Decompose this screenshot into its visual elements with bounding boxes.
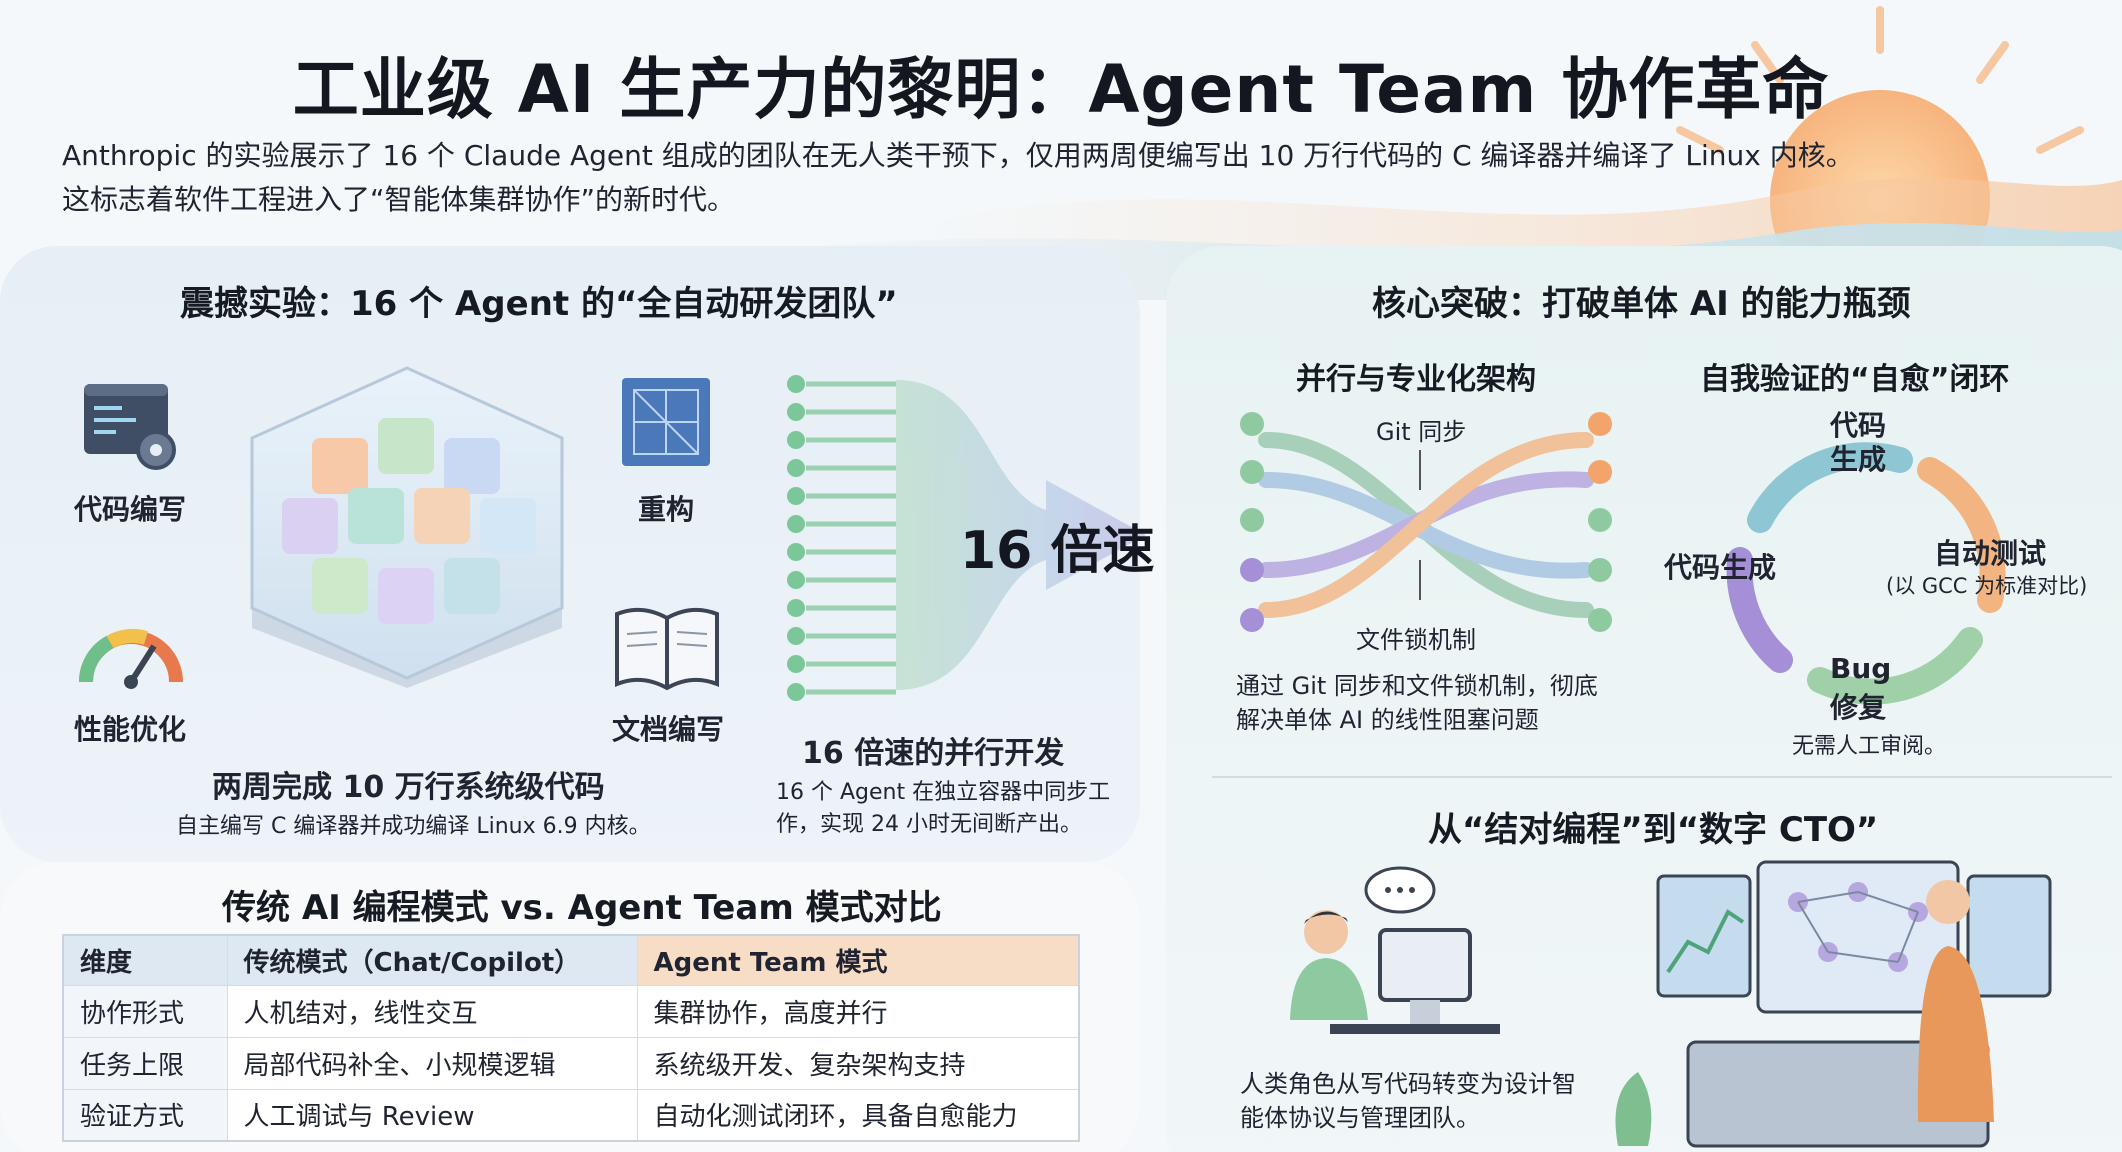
loop-footer: 无需人工审阅。	[1792, 734, 1947, 759]
loop-node-top-1: 代码	[1830, 409, 1887, 442]
icon-label-refactor: 重构	[638, 493, 695, 526]
self-heal-loop-graphic	[1726, 442, 2006, 705]
cube-description: 自主编写 C 编译器并成功编译 Linux 6.9 内核。	[176, 814, 651, 839]
icon-label-code: 代码编写	[74, 493, 187, 526]
cto-desc-2: 能体协议与管理团队。	[1240, 1104, 1480, 1132]
icon-label-docs: 文档编写	[612, 713, 725, 746]
intro-line-1: Anthropic 的实验展示了 16 个 Claude Agent 组成的团队…	[62, 139, 1854, 172]
table-cell: 局部代码补全、小规模逻辑	[226, 1036, 638, 1090]
page-title: 工业级 AI 生产力的黎明：Agent Team 协作革命	[292, 51, 1830, 128]
table-header: 维度	[62, 934, 228, 986]
table-cell: 验证方式	[62, 1088, 228, 1142]
agent-cube-container	[250, 366, 564, 688]
loop-title: 自我验证的“自愈”闭环	[1700, 362, 2010, 397]
table-row: 验证方式 人工调试与 Review 自动化测试闭环，具备自愈能力	[62, 1088, 1080, 1142]
table-cell: 自动化测试闭环，具备自愈能力	[636, 1088, 1080, 1142]
parallel-streams-graphic	[787, 375, 1146, 701]
parallel-caption: 16 倍速的并行开发	[802, 736, 1065, 771]
table-cell: 集群协作，高度并行	[636, 984, 1080, 1038]
parallel-arch-desc-1: 通过 Git 同步和文件锁机制，彻底	[1236, 672, 1598, 700]
table-row: 任务上限 局部代码补全、小规模逻辑 系统级开发、复杂架构支持	[62, 1036, 1080, 1090]
comparison-table: 维度 传统模式（Chat/Copilot） Agent Team 模式 协作形式…	[62, 934, 1080, 1142]
developer-illustration	[1290, 866, 1500, 1034]
speed-label: 16 倍速	[960, 521, 1155, 581]
table-row: 协作形式 人机结对，线性交互 集群协作，高度并行	[62, 984, 1080, 1038]
dashboard-illustration	[1615, 860, 2052, 1148]
blueprint-icon	[622, 378, 710, 466]
braided-streams-graphic	[1240, 412, 1612, 632]
book-icon	[615, 607, 719, 691]
table-cell: 协作形式	[62, 984, 228, 1038]
loop-node-top-2: 生成	[1830, 443, 1887, 476]
loop-node-right: 自动测试	[1934, 537, 2047, 570]
loop-node-right-sub: (以 GCC 为标准对比)	[1886, 574, 2088, 598]
breakthrough-title: 核心突破：打破单体 AI 的能力瓶颈	[1372, 284, 1911, 324]
right-divider	[1212, 776, 2112, 778]
speedometer-icon	[78, 629, 183, 689]
cube-caption: 两周完成 10 万行系统级代码	[212, 770, 605, 805]
git-sync-label: Git 同步	[1376, 418, 1467, 446]
cto-title: 从“结对编程”到“数字 CTO”	[1428, 810, 1879, 850]
comparison-title: 传统 AI 编程模式 vs. Agent Team 模式对比	[222, 888, 942, 928]
loop-node-bottom-2: 修复	[1830, 691, 1887, 724]
intro-line-2: 这标志着软件工程进入了“智能体集群协作”的新时代。	[62, 183, 736, 216]
table-cell: 人机结对，线性交互	[226, 984, 638, 1038]
parallel-arch-title: 并行与专业化架构	[1296, 362, 1536, 397]
table-header: 传统模式（Chat/Copilot）	[226, 934, 638, 986]
loop-node-bottom-1: Bug	[1830, 652, 1892, 685]
cto-desc-1: 人类角色从写代码转变为设计智	[1240, 1070, 1576, 1098]
parallel-arch-desc-2: 解决单体 AI 的线性阻塞问题	[1236, 706, 1539, 734]
table-cell: 系统级开发、复杂架构支持	[636, 1036, 1080, 1090]
table-cell: 任务上限	[62, 1036, 228, 1090]
intro-text: Anthropic 的实验展示了 16 个 Claude Agent 组成的团队…	[62, 134, 1962, 222]
file-lock-label: 文件锁机制	[1356, 626, 1476, 654]
table-header-row: 维度 传统模式（Chat/Copilot） Agent Team 模式	[62, 934, 1080, 986]
experiment-title: 震撼实验：16 个 Agent 的“全自动研发团队”	[180, 284, 898, 324]
table-cell: 人工调试与 Review	[226, 1088, 638, 1142]
parallel-desc-2: 作，实现 24 小时无间断产出。	[776, 812, 1082, 837]
code-gear-icon	[84, 384, 176, 470]
parallel-desc-1: 16 个 Agent 在独立容器中同步工	[776, 780, 1111, 805]
loop-node-left: 代码生成	[1664, 551, 1777, 584]
table-header: Agent Team 模式	[636, 934, 1080, 986]
icon-label-perf: 性能优化	[74, 713, 187, 746]
